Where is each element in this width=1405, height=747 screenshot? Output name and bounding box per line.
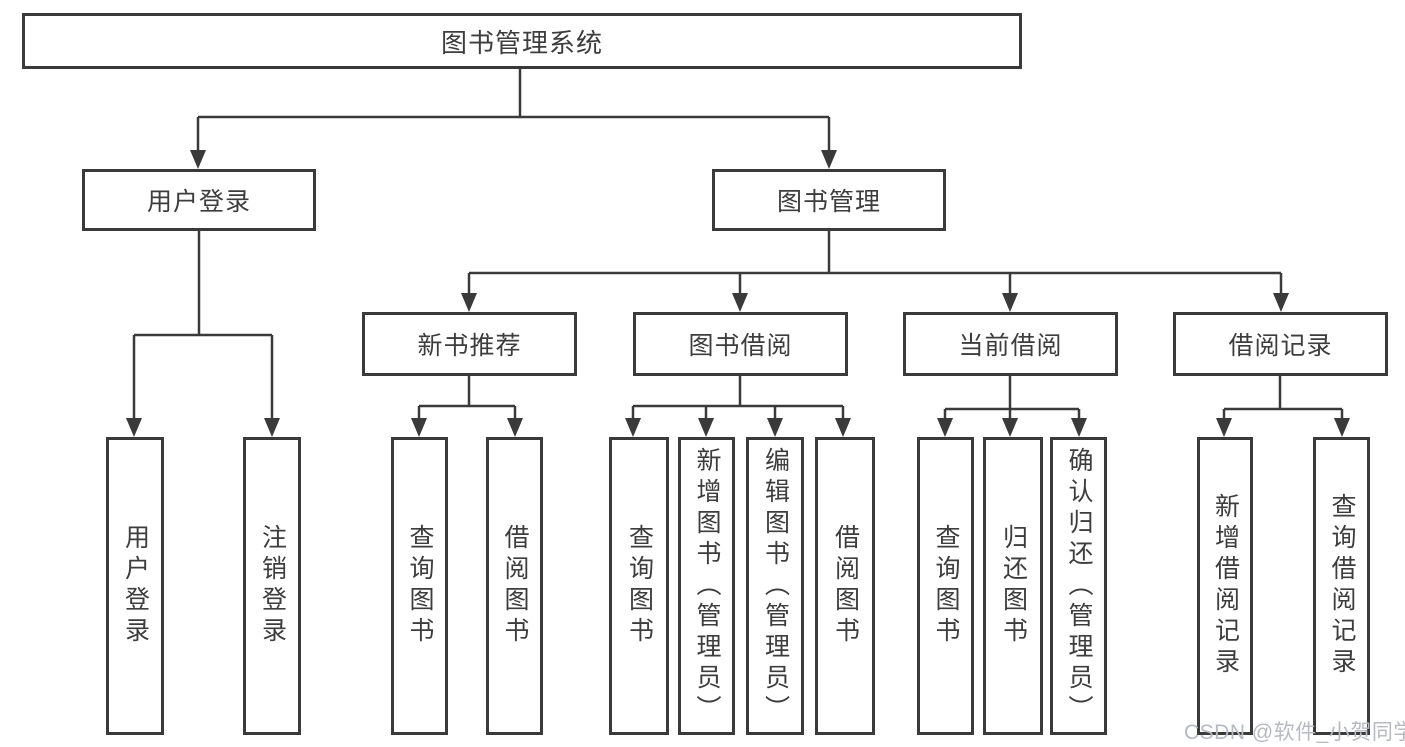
leaf-query-borrow-record: 查询借阅记录 bbox=[1313, 437, 1370, 735]
arrow-icon bbox=[507, 418, 523, 437]
connector-root-to-level2 bbox=[196, 69, 831, 152]
node-current-borrow: 当前借阅 bbox=[903, 312, 1118, 376]
leaf-label: 编辑图书（管理员） bbox=[761, 446, 790, 726]
arrow-icon bbox=[461, 293, 477, 312]
node-root-library-system: 图书管理系统 bbox=[22, 13, 1022, 69]
leaf-borrow-books-newbook: 借阅图书 bbox=[486, 437, 543, 735]
leaf-label: 查询图书 bbox=[932, 524, 960, 648]
arrow-icon bbox=[1216, 418, 1232, 437]
leaf-label: 查询借阅记录 bbox=[1328, 493, 1356, 679]
arrow-icon bbox=[1334, 418, 1350, 437]
arrow-icon bbox=[698, 418, 714, 437]
node-label: 当前借阅 bbox=[958, 332, 1063, 360]
leaf-label: 借阅图书 bbox=[831, 524, 860, 648]
arrow-icon bbox=[1002, 293, 1018, 312]
arrow-icon bbox=[190, 150, 206, 169]
leaf-query-books-newbook: 查询图书 bbox=[391, 437, 448, 735]
leaf-label: 用户登录 bbox=[121, 524, 150, 648]
leaf-label: 确认归还（管理员） bbox=[1065, 446, 1093, 726]
arrow-icon bbox=[126, 418, 142, 437]
leaf-confirm-return-admin: 确认归还（管理员） bbox=[1050, 437, 1107, 735]
node-borrow-records: 借阅记录 bbox=[1173, 312, 1388, 376]
arrow-icon bbox=[1071, 418, 1087, 437]
connector-user-login-to-leaves bbox=[132, 231, 274, 420]
node-book-management: 图书管理 bbox=[712, 169, 946, 231]
leaf-query-books-borrow: 查询图书 bbox=[609, 437, 669, 735]
connector-book-mgmt-to-level3 bbox=[467, 231, 1283, 295]
node-label: 图书管理 bbox=[776, 188, 881, 216]
node-label: 图书借阅 bbox=[688, 332, 793, 360]
csdn-watermark: CSDN @软件_小贺同学 bbox=[1184, 721, 1405, 744]
leaf-label: 查询图书 bbox=[625, 524, 654, 648]
leaf-label: 新增借阅记录 bbox=[1211, 493, 1240, 679]
connector-new-book-to-leaves bbox=[417, 376, 517, 420]
node-label: 新书推荐 bbox=[417, 332, 522, 360]
connector-book-borrow-to-leaves bbox=[631, 376, 845, 420]
arrow-icon bbox=[767, 418, 783, 437]
leaf-add-borrow-record: 新增借阅记录 bbox=[1197, 437, 1253, 735]
node-new-book-recommend: 新书推荐 bbox=[362, 312, 577, 376]
leaf-return-books: 归还图书 bbox=[983, 437, 1043, 735]
leaf-label: 查询图书 bbox=[406, 524, 434, 648]
arrowheads bbox=[126, 150, 1350, 437]
leaf-add-books-admin: 新增图书（管理员） bbox=[678, 437, 735, 735]
leaf-borrow-books: 借阅图书 bbox=[815, 437, 875, 735]
leaf-logout: 注销登录 bbox=[243, 437, 301, 735]
arrow-icon bbox=[835, 418, 851, 437]
arrow-icon bbox=[821, 150, 837, 169]
arrow-icon bbox=[264, 418, 280, 437]
leaf-edit-books-admin: 编辑图书（管理员） bbox=[746, 437, 804, 735]
leaf-label: 借阅图书 bbox=[501, 524, 529, 648]
node-label: 用户登录 bbox=[146, 188, 251, 216]
node-label: 图书管理系统 bbox=[440, 27, 603, 58]
arrow-icon bbox=[732, 293, 748, 312]
arrow-icon bbox=[1273, 293, 1289, 312]
node-user-login: 用户登录 bbox=[82, 169, 316, 231]
node-label: 借阅记录 bbox=[1228, 332, 1333, 360]
arrow-icon bbox=[1002, 418, 1018, 437]
leaf-label: 新增图书（管理员） bbox=[693, 446, 721, 726]
connector-current-borrow-to-leaves bbox=[943, 376, 1081, 420]
leaf-label: 归还图书 bbox=[999, 524, 1028, 648]
arrow-icon bbox=[937, 418, 953, 437]
arrow-icon bbox=[625, 418, 641, 437]
connector-borrow-records-to-leaves bbox=[1222, 376, 1344, 420]
node-book-borrow: 图书借阅 bbox=[633, 312, 848, 376]
arrow-icon bbox=[411, 418, 427, 437]
leaf-label: 注销登录 bbox=[258, 524, 287, 648]
leaf-user-login: 用户登录 bbox=[106, 437, 164, 735]
leaf-query-books-current: 查询图书 bbox=[917, 437, 974, 735]
